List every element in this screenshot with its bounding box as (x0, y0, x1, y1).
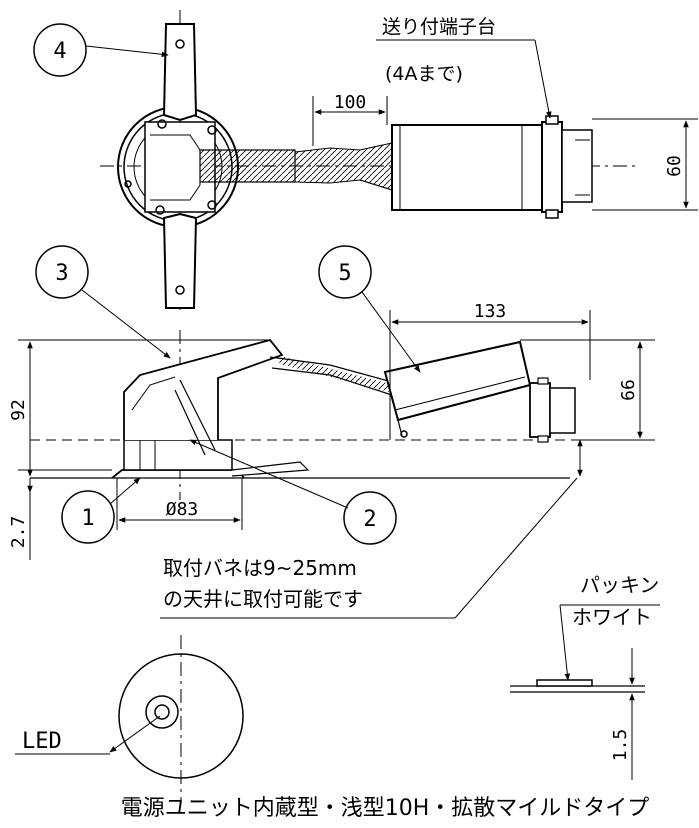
dim-133-label: 133 (474, 301, 507, 322)
dim-15-label: 1.5 (610, 729, 631, 762)
dim-92-label: 92 (8, 399, 29, 421)
dim-27-label: 2.7 (8, 516, 29, 549)
top-view (100, 10, 640, 310)
callout-4-label: 4 (53, 39, 66, 64)
dim-60-label: 60 (664, 155, 685, 177)
callout-2-label: 2 (363, 507, 376, 532)
callout-5-label: 5 (338, 261, 351, 286)
side-view (30, 330, 650, 500)
terminal-block-label: 送り付端子台 (382, 16, 496, 38)
terminal-leader (376, 39, 552, 119)
led-label: LED (22, 729, 62, 754)
gasket-label-line2: ホワイト (572, 605, 652, 629)
dim-100 (312, 96, 388, 146)
terminal-capacity-label: (4Aまで) (385, 63, 463, 85)
callout-5 (318, 245, 421, 373)
bottom-view (109, 635, 244, 800)
dim-83-label: Ø83 (166, 499, 199, 520)
dim-100-label: 100 (334, 92, 367, 113)
dim-83 (116, 478, 243, 530)
dim-66-label: 66 (618, 379, 639, 401)
callout-1 (61, 477, 141, 544)
dim-27 (18, 469, 112, 560)
spring-note-line2: の天井に取付可能です (163, 587, 363, 611)
callout-4 (33, 23, 169, 77)
callout-3-label: 3 (55, 261, 68, 286)
dim-66 (520, 339, 655, 441)
drawing-caption: 電源ユニット内蔵型・浅型10H・拡散マイルドタイプ (121, 796, 650, 821)
callout-3 (35, 245, 171, 359)
dim-92 (18, 339, 270, 477)
gasket-detail (510, 604, 660, 780)
dim-60 (592, 118, 698, 211)
callout-2 (189, 439, 397, 545)
dim-133 (389, 310, 591, 440)
callout-1-label: 1 (81, 506, 94, 531)
spring-note-line1: 取付バネは9~25mm (163, 556, 357, 580)
gasket-label-line1: パッキン (580, 573, 659, 597)
spring-note-leader (160, 477, 578, 619)
